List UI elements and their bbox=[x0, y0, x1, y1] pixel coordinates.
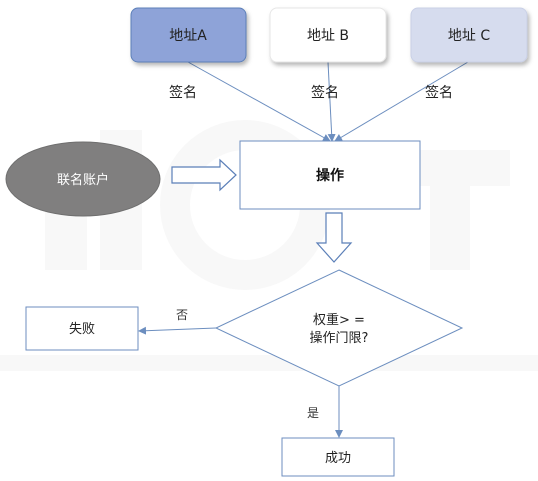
failure-node: 失败 bbox=[25, 306, 139, 351]
address-b-label: 地址 B bbox=[307, 28, 349, 44]
signature-label-a: 签名 bbox=[169, 84, 197, 101]
decision-label-line2: 操作门限? bbox=[310, 330, 369, 346]
signature-label-c: 签名 bbox=[425, 84, 453, 101]
address-a-label: 地址A bbox=[169, 28, 207, 44]
success-node: 成功 bbox=[281, 437, 395, 477]
address-c-node: 地址 C bbox=[410, 7, 528, 63]
connector-address-c bbox=[334, 61, 469, 142]
decision-label-line1: 权重> = bbox=[313, 312, 365, 328]
success-label: 成功 bbox=[325, 451, 351, 466]
block-arrow-down bbox=[315, 212, 353, 263]
connector-address-b bbox=[327, 61, 336, 142]
block-arrow-right bbox=[171, 158, 237, 192]
no-label: 否 bbox=[176, 308, 188, 322]
failure-label: 失败 bbox=[69, 322, 95, 337]
address-b-node: 地址 B bbox=[269, 7, 387, 63]
signature-label-b: 签名 bbox=[311, 84, 339, 101]
address-c-label: 地址 C bbox=[448, 28, 490, 44]
operation-label: 操作 bbox=[316, 167, 344, 184]
joint-account-label: 联名账户 bbox=[57, 172, 109, 188]
operation-node: 操作 bbox=[239, 140, 421, 210]
address-a-node: 地址A bbox=[130, 7, 247, 63]
connector-address-a bbox=[187, 61, 331, 142]
yes-label: 是 bbox=[307, 406, 319, 420]
joint-account-node: 联名账户 bbox=[5, 141, 161, 217]
connector-no bbox=[138, 326, 217, 335]
